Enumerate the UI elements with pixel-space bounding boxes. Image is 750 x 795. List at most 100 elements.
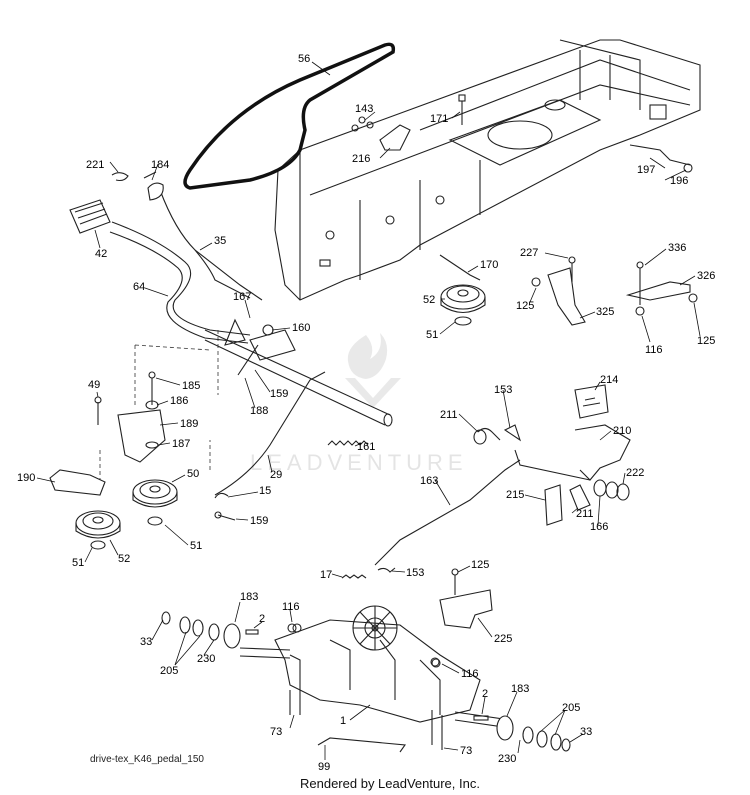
callout-222: 222 <box>626 467 644 479</box>
callout-49: 49 <box>88 379 100 391</box>
callout-225: 225 <box>494 633 512 645</box>
callout-183-b: 183 <box>511 683 529 695</box>
callout-143: 143 <box>355 103 373 115</box>
bracket-189 <box>94 371 166 463</box>
callout-336: 336 <box>668 242 686 254</box>
callout-33-b: 33 <box>580 726 592 738</box>
pedal-assembly <box>473 384 631 526</box>
callout-17: 17 <box>320 569 332 581</box>
callout-labels: 56 143 171 216 197 196 221 184 42 35 64 … <box>17 53 715 773</box>
bracket-225 <box>439 568 493 629</box>
callout-153-b: 153 <box>406 567 424 579</box>
drive-belt <box>183 42 396 190</box>
callout-116-b: 116 <box>282 601 300 613</box>
callout-183-a: 183 <box>240 591 258 603</box>
callout-116-c: 116 <box>461 668 479 680</box>
callout-116-a: 116 <box>645 344 663 356</box>
callout-15: 15 <box>259 485 271 497</box>
callout-64: 64 <box>133 281 145 293</box>
callout-52-upper: 52 <box>423 294 435 306</box>
callout-73-a: 73 <box>270 726 282 738</box>
bracket-325 <box>531 256 586 326</box>
callout-170: 170 <box>480 259 498 271</box>
callout-326: 326 <box>697 270 715 282</box>
callout-50: 50 <box>187 468 199 480</box>
drawing-code: drive-tex_K46_pedal_150 <box>90 754 204 765</box>
callout-196: 196 <box>670 175 688 187</box>
callout-230-b: 230 <box>498 753 516 765</box>
spring-17 <box>341 574 367 579</box>
clip-153-lower <box>377 567 396 573</box>
idler-pulley-upper <box>439 254 486 326</box>
bolts-73 <box>289 623 443 750</box>
callout-188: 188 <box>250 405 268 417</box>
bolt-171 <box>458 94 466 125</box>
callout-35: 35 <box>214 235 226 247</box>
callout-51-upper: 51 <box>426 329 438 341</box>
callout-99: 99 <box>318 761 330 773</box>
axle-hardware-left <box>161 611 259 649</box>
callout-159-b: 159 <box>250 515 268 527</box>
lever-rod-35 <box>159 189 263 301</box>
callout-221: 221 <box>86 159 104 171</box>
callout-190: 190 <box>17 472 35 484</box>
callout-167: 167 <box>233 291 251 303</box>
callout-230-a: 230 <box>197 653 215 665</box>
rod-163 <box>374 459 521 566</box>
frame-assembly <box>274 39 701 301</box>
callout-153-a: 153 <box>494 384 512 396</box>
watermark-text: LEADVENTURE <box>250 450 468 475</box>
callout-211-a: 211 <box>440 409 458 421</box>
callout-125-a: 125 <box>516 300 534 312</box>
callout-186: 186 <box>170 395 188 407</box>
callout-211-b: 211 <box>576 508 594 520</box>
callout-216: 216 <box>352 153 370 165</box>
callout-214: 214 <box>600 374 618 386</box>
spring-clip-221 <box>111 172 129 182</box>
callout-171: 171 <box>430 113 448 125</box>
callout-2-b: 2 <box>482 688 488 700</box>
callout-2-a: 2 <box>259 613 265 625</box>
rod-188 <box>237 344 259 376</box>
callout-189: 189 <box>180 418 198 430</box>
callout-1: 1 <box>340 715 346 727</box>
callout-125-b: 125 <box>697 335 715 347</box>
pulley-50 <box>132 479 178 526</box>
callout-187: 187 <box>172 438 190 450</box>
callout-184: 184 <box>151 159 169 171</box>
callout-166: 166 <box>590 521 608 533</box>
bracket-216 <box>351 116 411 151</box>
callout-215: 215 <box>506 489 524 501</box>
callout-29: 29 <box>270 469 282 481</box>
callout-163: 163 <box>420 475 438 487</box>
knob-184 <box>143 171 164 201</box>
callout-51-b: 51 <box>190 540 202 552</box>
callout-33-a: 33 <box>140 636 152 648</box>
callout-227: 227 <box>520 247 538 259</box>
callout-51-c: 51 <box>72 557 84 569</box>
transaxle-assembly <box>239 605 511 729</box>
callout-159-a: 159 <box>270 388 288 400</box>
footer-credit: Rendered by LeadVenture, Inc. <box>300 776 480 791</box>
callout-205-a: 205 <box>160 665 178 677</box>
pivot-shaft <box>204 318 393 427</box>
shift-lever-64 <box>109 221 251 344</box>
callout-125-c: 125 <box>471 559 489 571</box>
assembly-guide-dash <box>99 330 219 485</box>
callout-210: 210 <box>613 425 631 437</box>
pulley-52-lower <box>75 510 121 550</box>
clip-15 <box>214 492 236 521</box>
callout-52-lower: 52 <box>118 553 130 565</box>
rod-99 <box>317 737 407 753</box>
callout-325: 325 <box>596 306 614 318</box>
callout-42: 42 <box>95 248 107 260</box>
callout-185: 185 <box>182 380 200 392</box>
callout-205-b: 205 <box>562 702 580 714</box>
control-rod-29 <box>214 371 326 496</box>
leader-lines <box>36 61 701 760</box>
plate-190 <box>49 469 106 496</box>
callout-197: 197 <box>637 164 655 176</box>
handle-grip <box>69 199 111 234</box>
callout-56: 56 <box>298 53 310 65</box>
